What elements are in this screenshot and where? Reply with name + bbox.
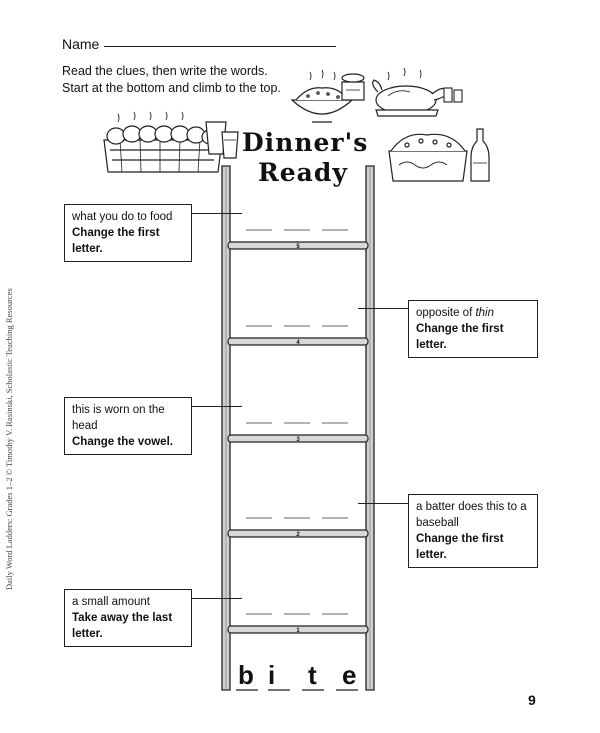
start-word-letter-4: e bbox=[342, 660, 357, 690]
ladder-rung-4 bbox=[227, 337, 369, 346]
clue-text: a small amount bbox=[72, 596, 150, 608]
clue-instruction: Change the first letter. bbox=[416, 533, 504, 561]
clue-instruction: Change the first letter. bbox=[416, 323, 504, 351]
instruction-line-2: Start at the bottom and climb to the top… bbox=[62, 81, 281, 95]
start-word-underline bbox=[236, 689, 358, 691]
clue-instruction: Take away the last letter. bbox=[72, 612, 173, 640]
clue-text: what you do to food bbox=[72, 211, 173, 223]
leader-line-rung-1 bbox=[192, 598, 242, 599]
page-number: 9 bbox=[528, 692, 536, 708]
clue-instruction: Change the vowel. bbox=[72, 436, 173, 448]
bottle-icon bbox=[470, 128, 490, 182]
ladder-rung-5 bbox=[227, 241, 369, 250]
clue-text: a batter does this to a baseball bbox=[416, 501, 527, 529]
bread-basket-illustration bbox=[103, 111, 239, 173]
name-writing-line[interactable] bbox=[104, 46, 336, 47]
title-line-1: Dinner's bbox=[242, 128, 369, 157]
rung-number-1: 1 bbox=[296, 628, 300, 634]
glass-icon bbox=[205, 121, 239, 159]
leader-line-rung-3 bbox=[192, 406, 242, 407]
clue-box-rung-4: opposite of thin Change the first letter… bbox=[408, 300, 538, 358]
start-word-letter-2: i bbox=[268, 660, 276, 690]
start-word-letter-3: t bbox=[308, 660, 317, 690]
copyright-sidebar: Daily Word Ladders: Grades 1–2 © Timothy… bbox=[4, 288, 14, 590]
ladder-rung-2 bbox=[227, 529, 369, 538]
word-ladder: 5 4 3 2 1 bbox=[221, 165, 375, 691]
clue-italic-word: thin bbox=[475, 307, 495, 319]
casserole-illustration bbox=[388, 128, 490, 182]
rung-number-5: 5 bbox=[296, 244, 300, 250]
clue-box-rung-2: a batter does this to a baseball Change … bbox=[408, 494, 538, 568]
clue-text: this is worn on the head bbox=[72, 404, 165, 432]
leader-line-rung-4 bbox=[358, 308, 408, 309]
dishes-illustration bbox=[290, 67, 463, 123]
instruction-line-1: Read the clues, then write the words. bbox=[62, 64, 268, 78]
gravy-boat-icon bbox=[341, 73, 365, 101]
clue-box-rung-5: what you do to food Change the first let… bbox=[64, 204, 192, 262]
name-label: Name bbox=[62, 36, 100, 52]
clue-box-rung-3: this is worn on the head Change the vowe… bbox=[64, 397, 192, 455]
salt-pepper-icon bbox=[443, 87, 463, 103]
roast-turkey-icon bbox=[372, 67, 451, 117]
rung-number-2: 2 bbox=[296, 532, 300, 538]
leader-line-rung-5 bbox=[192, 213, 242, 214]
rung-number-4: 4 bbox=[296, 340, 300, 346]
clue-instruction: Change the first letter. bbox=[72, 227, 160, 255]
ladder-rung-3 bbox=[227, 434, 369, 443]
casserole-dish-icon bbox=[388, 133, 468, 182]
rung-number-3: 3 bbox=[296, 437, 300, 443]
clue-text: opposite of thin bbox=[416, 307, 495, 319]
clue-box-rung-1: a small amount Take away the last letter… bbox=[64, 589, 192, 647]
start-word-letter-1: b bbox=[238, 660, 254, 690]
leader-line-rung-2 bbox=[358, 503, 408, 504]
title-line-2: Ready bbox=[258, 158, 348, 187]
ladder-rung-1 bbox=[227, 625, 369, 634]
